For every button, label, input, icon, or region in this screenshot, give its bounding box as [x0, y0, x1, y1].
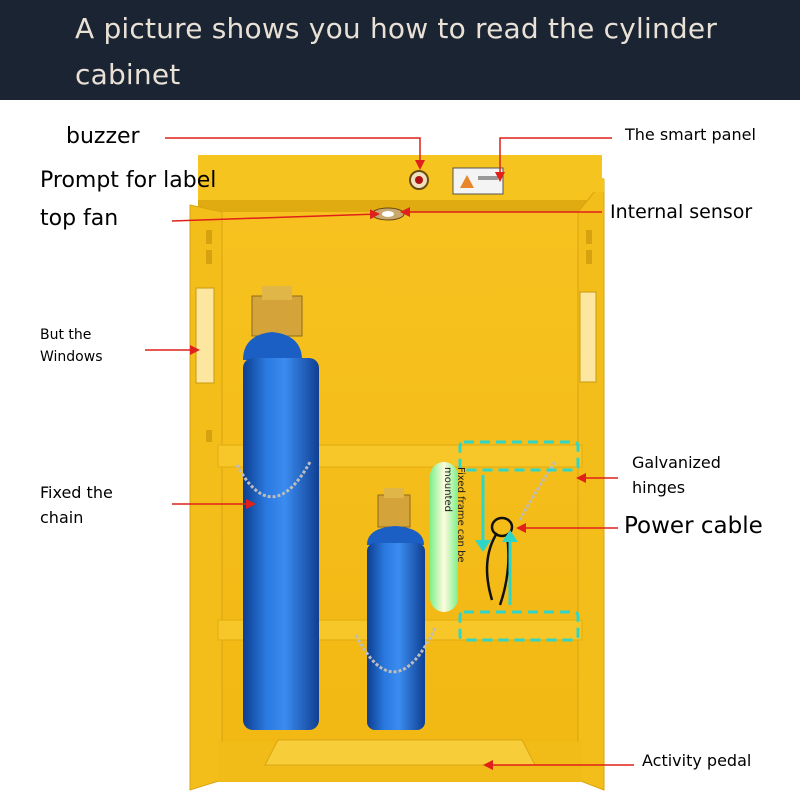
callout-arrows	[145, 137, 634, 770]
label-galvanized-line1: Galvanized	[632, 453, 721, 472]
label-windows-line1: But the	[40, 327, 92, 343]
label-galvanized-hinges: Galvanized hinges	[632, 450, 782, 500]
frame-note: Fixed frame can be mounted	[437, 467, 467, 607]
page-title: A picture shows you how to read the cyli…	[75, 12, 718, 91]
large-gas-cylinder	[243, 286, 319, 730]
galvanized-hinge-highlight	[458, 440, 580, 642]
top-fan	[371, 207, 405, 221]
label-internal-sensor: Internal sensor	[610, 201, 753, 223]
activity-pedal	[264, 739, 536, 766]
label-smart-panel: The smart panel	[625, 125, 756, 144]
label-windows-line2: Windows	[40, 349, 103, 365]
label-top-fan: top fan	[40, 206, 119, 231]
frame-note-line1: Fixed frame can be	[455, 467, 466, 563]
label-prompt-for-label: Prompt for label	[40, 168, 217, 193]
frame-note-line2: mounted	[442, 467, 453, 512]
label-power-cable: Power cable	[624, 513, 763, 539]
label-activity-pedal: Activity pedal	[642, 751, 752, 770]
small-gas-cylinder	[367, 488, 425, 730]
label-buzzer: buzzer	[66, 124, 140, 149]
label-fixed-chain: Fixed the chain	[40, 480, 160, 530]
label-fixed-chain-line2: chain	[40, 508, 84, 527]
label-windows: But the Windows	[40, 324, 140, 368]
smart-panel	[452, 167, 504, 195]
mountable-frame-bar	[430, 462, 458, 612]
header-banner: A picture shows you how to read the cyli…	[0, 0, 800, 100]
buzzer	[409, 170, 429, 190]
label-fixed-chain-line1: Fixed the	[40, 483, 113, 502]
label-galvanized-line2: hinges	[632, 478, 686, 497]
